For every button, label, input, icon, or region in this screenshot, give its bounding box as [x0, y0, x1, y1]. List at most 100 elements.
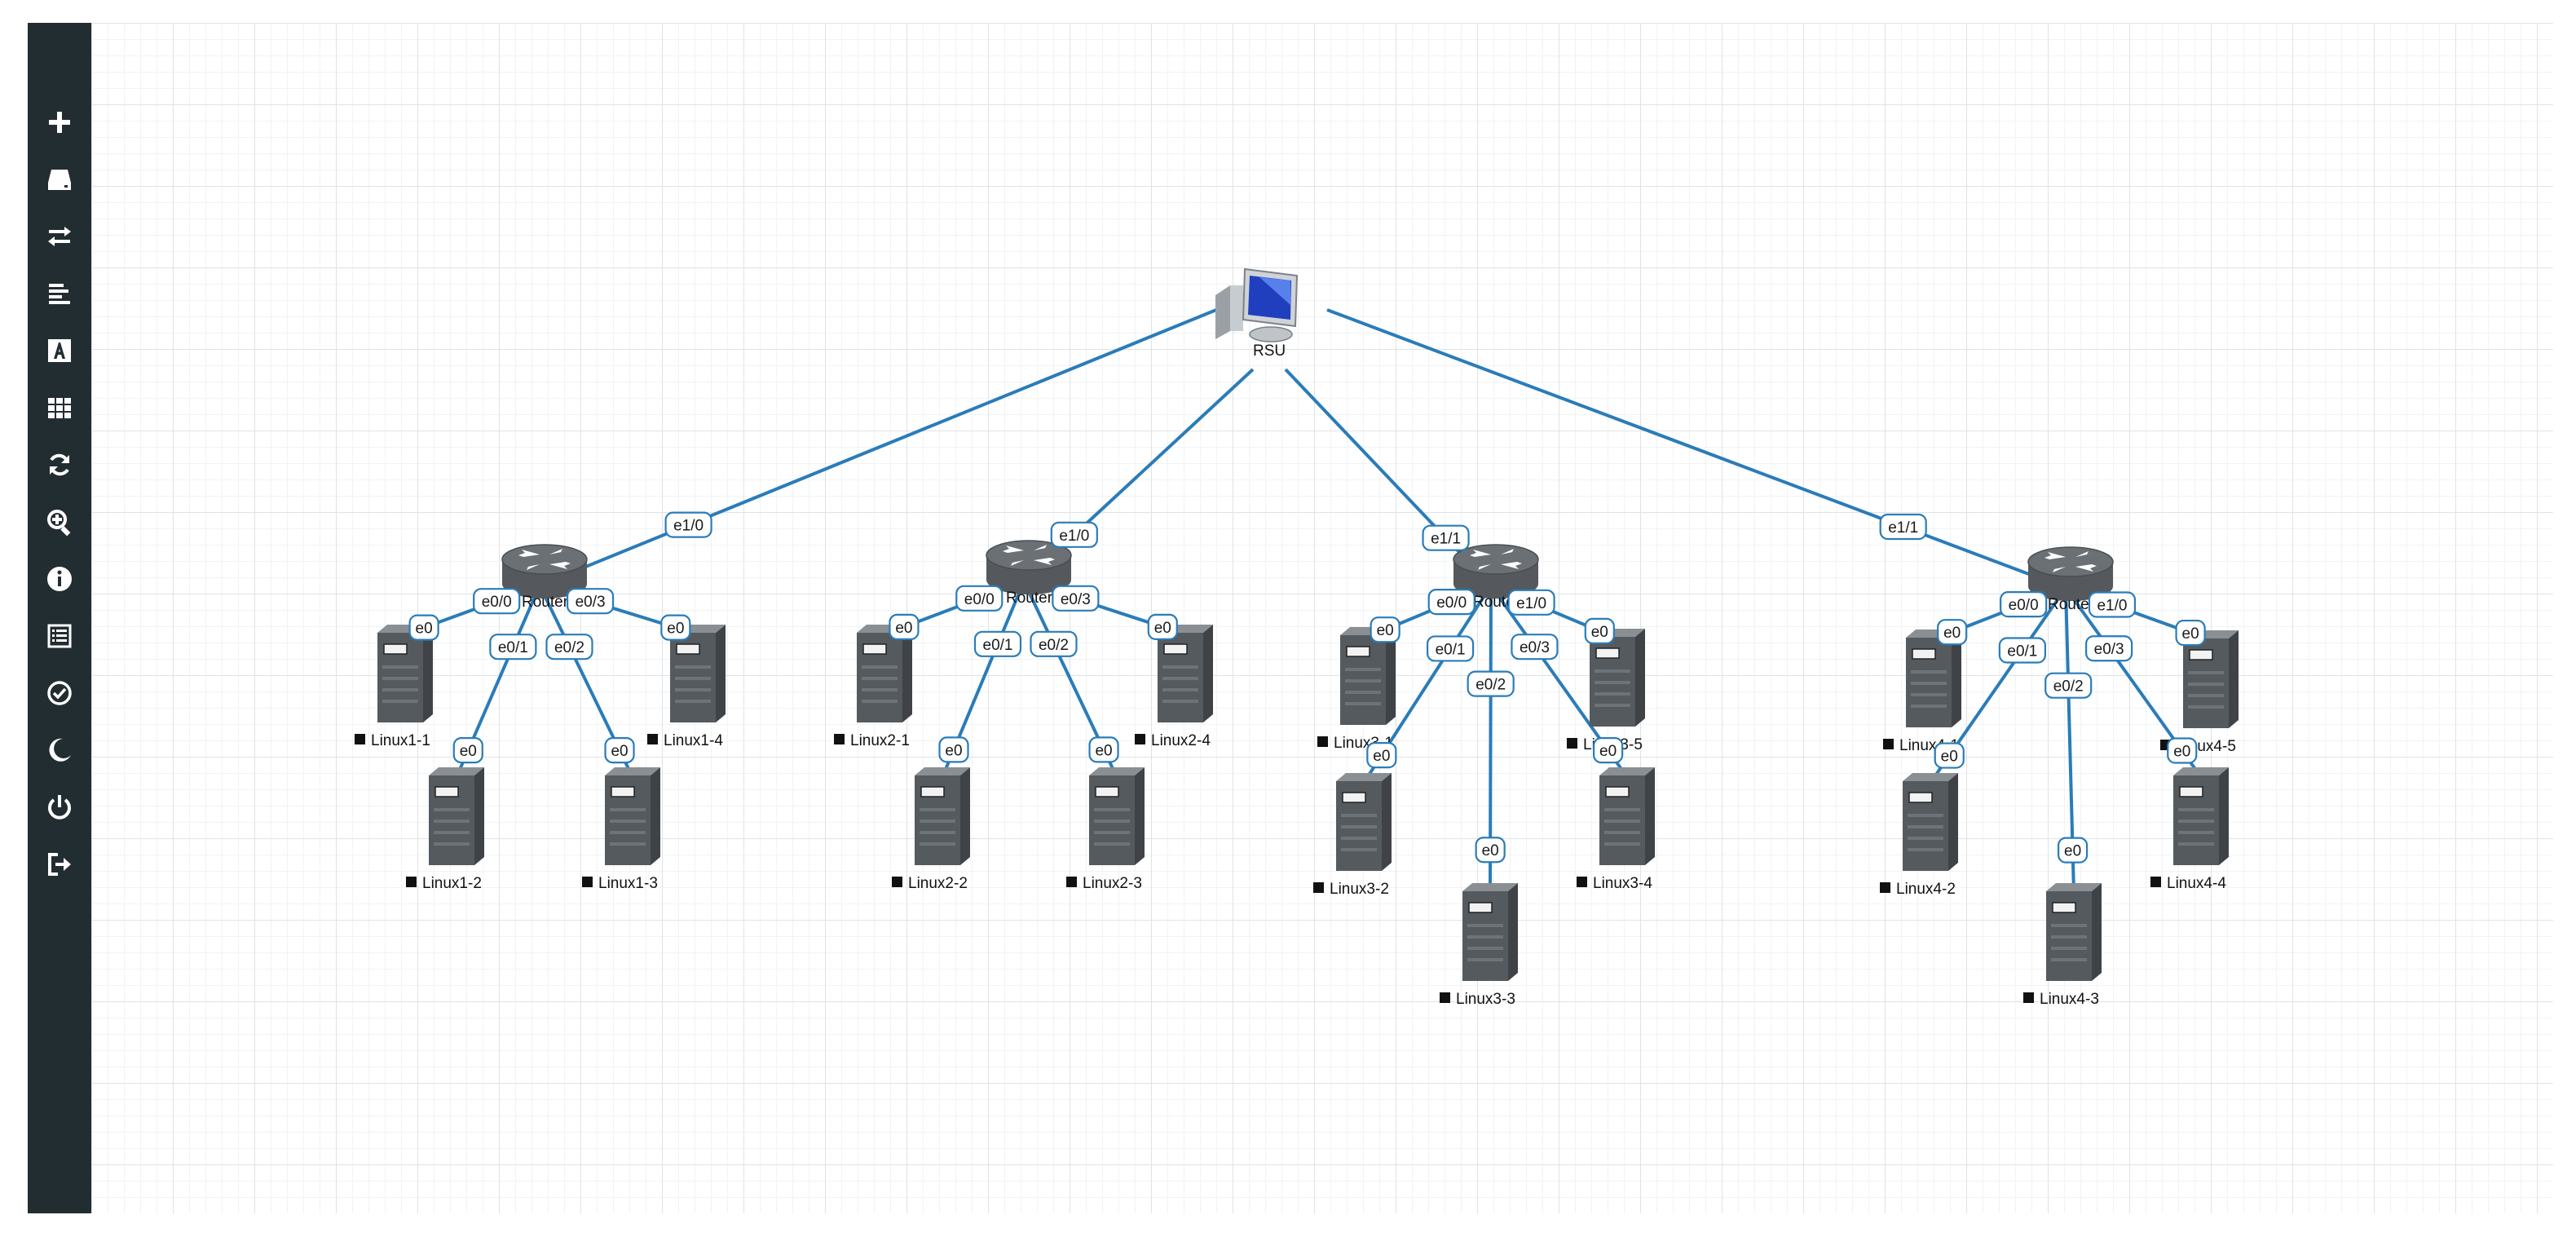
node-l4_1[interactable]: Linux4-1 [1883, 630, 1961, 754]
power-button[interactable] [28, 784, 91, 830]
interface-label: e0/3 [2094, 641, 2124, 658]
drive-icon [48, 170, 71, 190]
list-icon [47, 624, 72, 648]
node-status-indicator [1135, 734, 1145, 744]
interface-badge-r1-l1_3: e0/2 [545, 634, 593, 660]
interface-badge-r1-l1_4: e0/3 [566, 588, 615, 615]
node-label: Linux2-4 [1151, 732, 1211, 749]
node-status-indicator [582, 877, 593, 887]
node-rsu[interactable]: RSU [1215, 267, 1299, 360]
startup-configs-button[interactable] [28, 271, 91, 316]
interface-badge-r1-up: e1/0 [664, 511, 712, 538]
interface-label: e0 [1482, 842, 1499, 859]
interface-label: e0 [895, 620, 912, 637]
node-status-indicator [1440, 992, 1450, 1003]
check-circle-icon [47, 681, 72, 705]
node-status-indicator [1880, 882, 1890, 893]
lab-list-button[interactable] [28, 613, 91, 659]
node-status-indicator [1577, 877, 1587, 887]
interface-label: e0 [1591, 624, 1608, 641]
node-l4_3[interactable]: Linux4-3 [2023, 883, 2102, 1008]
node-l3_1[interactable]: Linux3-1 [1317, 627, 1396, 752]
interface-label: e0 [1095, 742, 1112, 759]
node-l1_3[interactable]: Linux1-3 [582, 767, 660, 892]
interface-badge-l1_2: e0 [452, 736, 483, 764]
interface-badge-l4_4: e0 [2167, 737, 2198, 764]
exchange-icon [48, 227, 71, 246]
interface-label: e0/2 [1039, 637, 1069, 654]
interface-label: e0 [460, 743, 477, 760]
node-l1_4[interactable]: Linux1-4 [647, 625, 726, 749]
node-l4_2[interactable]: Linux4-2 [1880, 773, 1958, 898]
node-l3_4[interactable]: Linux3-4 [1577, 767, 1655, 892]
interface-badge-r3-l3_1: e0/0 [1427, 589, 1475, 616]
interface-badge-l2_4: e0 [1147, 613, 1178, 641]
node-label: RSU [1253, 342, 1286, 360]
node-l4_4[interactable]: Linux4-4 [2150, 767, 2229, 892]
interface-badge-r3-l3_5: e1/0 [1507, 589, 1555, 616]
interface-badge-l4_2: e0 [1934, 742, 1965, 769]
info-icon [47, 567, 72, 591]
interface-badge-l2_1: e0 [889, 613, 920, 641]
interface-label: e1/0 [2097, 597, 2127, 614]
zoom-button[interactable] [28, 499, 91, 545]
interface-badge-l4_1: e0 [1937, 619, 1968, 646]
interface-badge-l3_5: e0 [1584, 617, 1615, 645]
logout-button[interactable] [28, 842, 91, 887]
interface-badge-l1_4: e0 [660, 614, 691, 641]
interface-badge-r2-l2_3: e0/2 [1030, 630, 1078, 657]
node-l2_4[interactable]: Linux2-4 [1135, 625, 1213, 749]
node-label: Linux1-1 [371, 732, 430, 749]
node-l2_1[interactable]: Linux2-1 [834, 625, 912, 749]
node-l3_5[interactable]: Linux3-5 [1567, 629, 1645, 753]
nodes-button[interactable] [28, 157, 91, 202]
power-icon [48, 795, 71, 820]
node-l2_2[interactable]: Linux2-2 [892, 767, 970, 892]
text-box-icon [48, 339, 71, 362]
dark-mode-button[interactable] [28, 727, 91, 773]
node-r2[interactable]: Router2 [986, 540, 1072, 607]
node-label: Linux2-3 [1083, 875, 1142, 892]
interface-label: e0/2 [2053, 678, 2084, 696]
grid-button[interactable] [28, 385, 91, 431]
moon-icon [49, 738, 71, 762]
node-r4[interactable]: Router4 [2027, 546, 2114, 613]
interface-label: e0/3 [576, 594, 606, 611]
interface-badge-r3-l3_2: e0/1 [1426, 635, 1475, 662]
node-l3_2[interactable]: Linux3-2 [1313, 773, 1392, 898]
node-status-indicator [1567, 738, 1577, 749]
interface-label: e0/0 [964, 591, 995, 608]
node-l2_3[interactable]: Linux2-3 [1066, 767, 1145, 892]
interface-label: e0/1 [983, 637, 1013, 654]
refresh-button[interactable] [28, 442, 91, 488]
interface-label: e0/3 [1061, 591, 1091, 608]
node-r3[interactable]: Router3 [1453, 544, 1539, 611]
node-l1_2[interactable]: Linux1-2 [406, 767, 484, 892]
interface-label: e0 [945, 742, 962, 759]
lab-details-button[interactable] [28, 556, 91, 602]
node-status-indicator [1883, 739, 1894, 749]
node-l3_3[interactable]: Linux3-3 [1440, 883, 1518, 1008]
node-l1_1[interactable]: Linux1-1 [355, 625, 433, 749]
interface-label: e0 [1941, 749, 1958, 766]
node-r1[interactable]: Router1 [501, 544, 588, 611]
node-label: Linux2-2 [908, 875, 968, 892]
add-node-button[interactable] [28, 99, 91, 145]
link-rsu-r4[interactable] [1326, 308, 2067, 590]
sidebar [28, 23, 91, 1213]
interface-label: e0 [1599, 743, 1617, 760]
status-button[interactable] [28, 670, 91, 716]
interface-badge-r4-l4_3: e0/2 [2044, 672, 2093, 699]
interface-badge-r1-l1_1: e0/0 [473, 588, 521, 615]
interface-label: e0/0 [1436, 594, 1467, 612]
link-rsu-r1[interactable] [539, 308, 1217, 587]
interface-badge-r4-l4_1: e0/0 [2000, 591, 2048, 618]
node-label: Linux3-2 [1330, 881, 1389, 898]
sign-out-icon [48, 853, 71, 876]
interface-badge-l4_3: e0 [2058, 837, 2089, 864]
text-button[interactable] [28, 328, 91, 373]
node-label: Linux3-3 [1456, 991, 1515, 1008]
networks-button[interactable] [28, 214, 91, 259]
